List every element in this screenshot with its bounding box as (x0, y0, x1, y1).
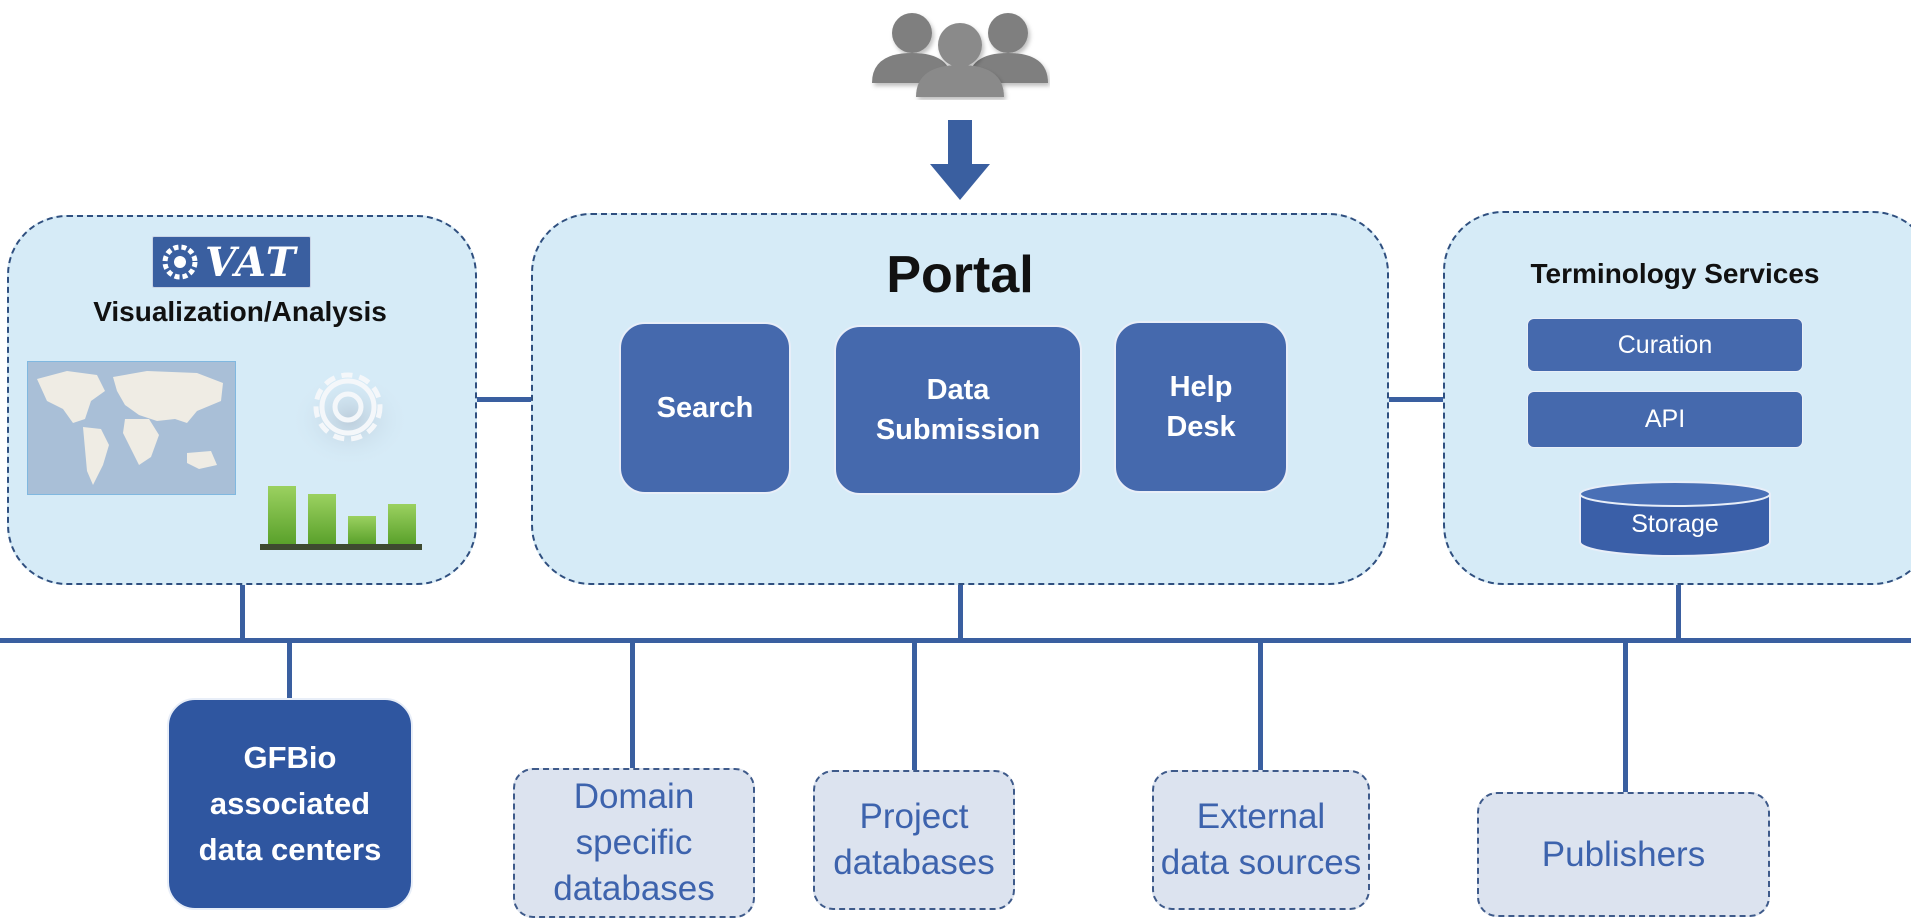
project-connector (912, 640, 917, 773)
gfbio-connector (287, 640, 292, 702)
external-data-sources-box: External data sources (1152, 770, 1370, 910)
api-button[interactable]: API (1527, 391, 1803, 448)
world-map-icon (27, 361, 236, 495)
bar-2 (308, 494, 336, 544)
project-databases-box: Project databases (813, 770, 1015, 910)
external-connector (1258, 640, 1263, 773)
storage-cylinder-icon (1579, 481, 1771, 557)
vat-bus-connector (240, 585, 245, 641)
curation-button[interactable]: Curation (1527, 318, 1803, 372)
vat-logo: VAT (152, 236, 311, 288)
settings-gear-icon (290, 367, 410, 463)
portal-terminology-connector (1387, 397, 1445, 402)
bar-chart-icon (260, 486, 422, 550)
vat-portal-connector (475, 397, 533, 402)
portal-title: Portal (886, 246, 1034, 304)
vat-title: Visualization/Analysis (93, 296, 387, 327)
vat-logo-text: VAT (205, 238, 298, 286)
users-icon (872, 13, 1048, 97)
bar-1 (268, 486, 296, 544)
domain-connector (630, 640, 635, 770)
terminology-title: Terminology Services (1530, 258, 1820, 289)
terminology-bus-connector (1676, 583, 1681, 641)
main-bus-line (0, 638, 1911, 643)
down-arrow-icon (930, 120, 990, 200)
data-submission-button[interactable]: Data Submission (834, 325, 1082, 495)
gfbio-data-centers-box: GFBio associated data centers (167, 698, 413, 910)
search-button[interactable]: Search (619, 322, 791, 494)
portal-bus-connector (958, 583, 963, 641)
help-desk-button[interactable]: Help Desk (1114, 321, 1288, 493)
domain-specific-databases-box: Domain specific databases (513, 768, 755, 918)
gear-logo-icon (162, 244, 198, 280)
storage-label: Storage (1631, 510, 1719, 538)
publishers-box: Publishers (1477, 792, 1770, 917)
bar-4 (388, 504, 416, 544)
bar-3 (348, 516, 376, 544)
publishers-connector (1623, 640, 1628, 795)
